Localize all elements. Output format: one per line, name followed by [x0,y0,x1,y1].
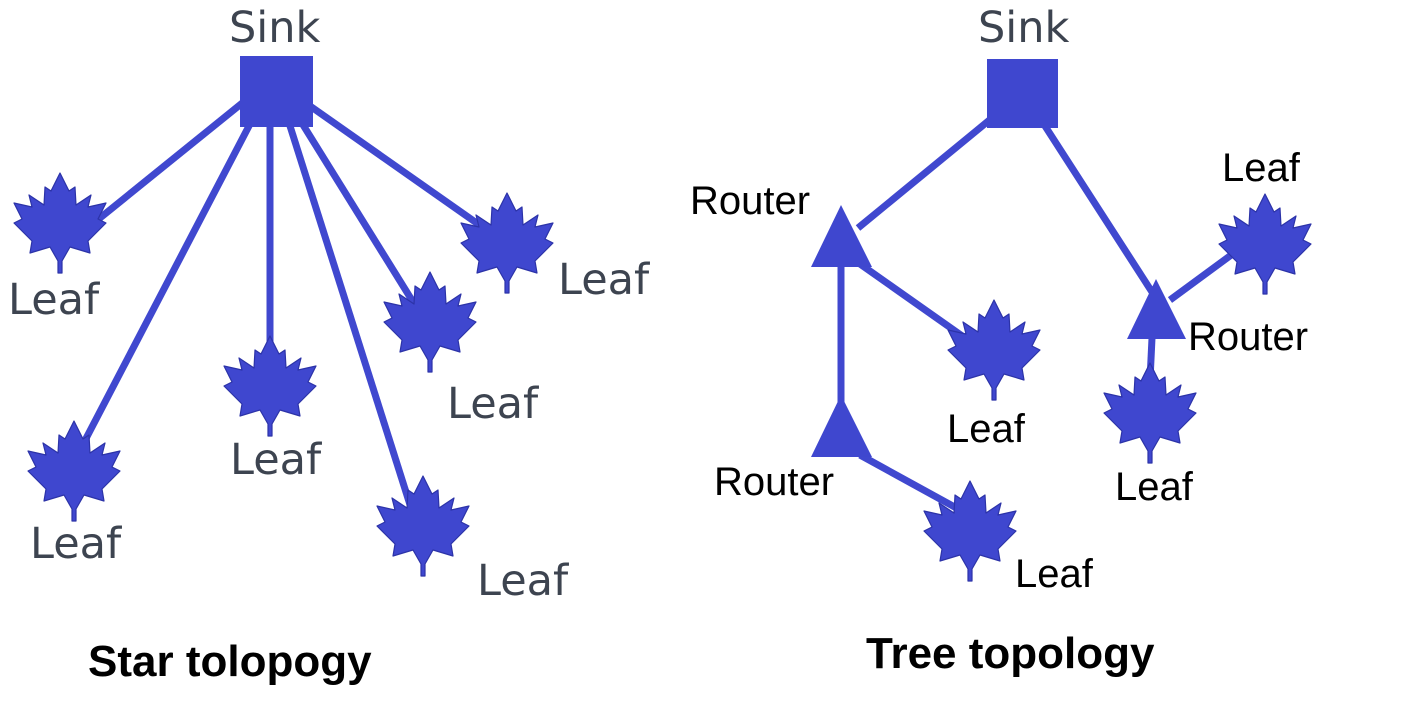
star-leaf-label-4: Leaf [447,379,539,429]
router-1-triangle-icon [811,205,872,267]
tree-sink-label: Sink [978,3,1069,53]
tree-edge-sink-router-1 [855,115,995,231]
router-3-triangle-icon [811,395,872,457]
star-sink-node [240,56,313,127]
star-leaf-label-3: Leaf [230,435,322,485]
tree-leaf-icon-1 [947,299,1041,401]
tree-leaf-icon-4 [1103,362,1197,464]
tree-leaf-label-1: Leaf [947,407,1026,451]
star-leaf-icon-3 [223,335,317,437]
tree-edges [837,115,1241,514]
star-leaf-icon-2 [27,420,121,522]
star-edge-5 [297,118,421,312]
tree-edge-router-3-leaf [858,451,962,514]
tree-topology: Sink Router Router Router Leaf Leaf Leaf… [690,3,1312,678]
star-edge-6 [307,103,501,241]
star-leaf-label-6: Leaf [558,255,650,305]
tree-edge-sink-router-2 [1042,124,1155,294]
router-3-label: Router [714,460,834,504]
star-edge-1 [92,97,249,225]
star-edges [76,97,501,532]
router-1-label: Router [690,179,810,223]
star-leaf-icon-1 [13,172,107,274]
star-leaf-label-1: Leaf [8,275,100,325]
star-leaf-label-2: Leaf [30,519,122,569]
tree-sink-node [987,59,1058,128]
tree-leaf-icon-3 [1218,193,1312,295]
router-2-label: Router [1188,315,1308,359]
star-leaf-icon-5 [376,475,470,577]
star-leaf-icon-6 [460,192,554,294]
star-edge-2 [76,122,254,452]
tree-leaf-label-4: Leaf [1115,465,1194,509]
tree-caption: Tree topology [866,629,1155,678]
tree-leaf-label-3: Leaf [1222,146,1301,190]
tree-leaf-label-2: Leaf [1015,552,1094,596]
star-leaf-icon-4 [383,271,477,373]
star-edge-4 [286,124,422,532]
star-topology: Sink Leaf Leaf Leaf Leaf Leaf Leaf Star … [8,3,650,686]
star-caption: Star tolopogy [88,637,372,686]
tree-edge-router-2-leaf-top [1167,247,1241,303]
star-sink-label: Sink [229,3,320,53]
star-leaf-label-5: Leaf [477,556,569,606]
router-2-triangle-icon [1127,279,1186,339]
